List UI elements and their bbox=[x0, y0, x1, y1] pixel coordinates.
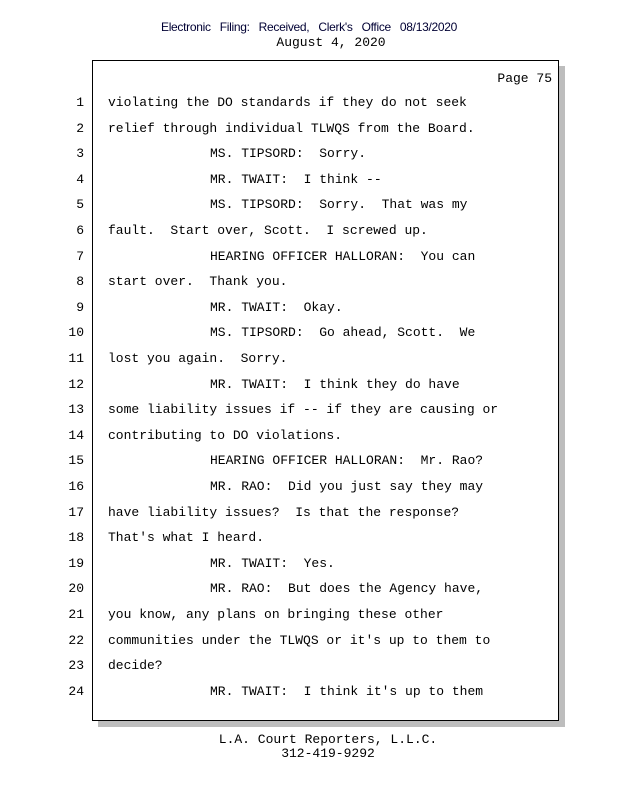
transcript-line: HEARING OFFICER HALLORAN: You can bbox=[210, 248, 476, 264]
line-number: 12 bbox=[68, 376, 84, 392]
transcript-line: you know, any plans on bringing these ot… bbox=[108, 607, 444, 622]
line-number: 13 bbox=[68, 402, 84, 418]
transcript-line: MR. TWAIT: I think they do have bbox=[210, 376, 460, 392]
line-number: 4 bbox=[76, 171, 84, 187]
transcript-line: MR. RAO: But does the Agency have, bbox=[210, 581, 484, 597]
footer-company: L.A. Court Reporters, L.L.C. bbox=[218, 732, 438, 747]
transcript-line: have liability issues? Is that the respo… bbox=[108, 504, 460, 520]
line-number: 21 bbox=[68, 607, 84, 622]
line-number: 20 bbox=[68, 581, 84, 597]
transcript-line: HEARING OFFICER HALLORAN: Mr. Rao? bbox=[210, 453, 484, 469]
transcript-line: MR. TWAIT: I think -- bbox=[210, 171, 382, 187]
transcript-line: relief through individual TLWQS from the… bbox=[108, 120, 475, 136]
line-number: 3 bbox=[76, 146, 84, 162]
transcript-line: That's what I heard. bbox=[108, 530, 265, 546]
transcript-line: lost you again. Sorry. bbox=[108, 351, 288, 366]
transcript-line: MR. TWAIT: Okay. bbox=[210, 299, 343, 315]
transcript-line: contributing to DO violations. bbox=[108, 427, 343, 443]
transcript-line: MR. TWAIT: I think it's up to them bbox=[210, 683, 484, 699]
line-number: 2 bbox=[76, 120, 84, 136]
transcript-line: some liability issues if -- if they are … bbox=[108, 402, 499, 418]
line-number: 23 bbox=[68, 658, 84, 674]
line-number: 10 bbox=[68, 325, 84, 341]
filing-stamp: Electronic Filing: Received, Clerk's Off… bbox=[160, 20, 457, 34]
line-number: 7 bbox=[76, 248, 84, 264]
transcript-page-frame bbox=[92, 60, 559, 721]
transcript-line: decide? bbox=[108, 658, 163, 674]
line-number: 11 bbox=[68, 351, 84, 366]
transcript-line: MR. RAO: Did you just say they may bbox=[210, 479, 484, 494]
hearing-date: August 4, 2020 bbox=[276, 35, 386, 50]
line-number: 15 bbox=[68, 453, 84, 469]
line-number: 18 bbox=[68, 530, 84, 546]
line-number: 22 bbox=[68, 632, 84, 648]
line-number: 16 bbox=[68, 479, 84, 494]
footer-phone: 312-419-9292 bbox=[281, 746, 375, 761]
transcript-line: MS. TIPSORD: Sorry. bbox=[210, 146, 367, 162]
line-number: 14 bbox=[68, 427, 84, 443]
transcript-line: fault. Start over, Scott. I screwed up. bbox=[108, 223, 428, 238]
transcript-line: MR. TWAIT: Yes. bbox=[210, 555, 335, 571]
transcript-line: violating the DO standards if they do no… bbox=[108, 95, 467, 110]
transcript-line: start over. Thank you. bbox=[108, 274, 288, 290]
line-number: 5 bbox=[76, 197, 84, 213]
line-number: 6 bbox=[76, 223, 84, 238]
line-number: 19 bbox=[68, 555, 84, 571]
line-number: 8 bbox=[76, 274, 84, 290]
transcript-line: MS. TIPSORD: Go ahead, Scott. We bbox=[210, 325, 476, 341]
line-number: 24 bbox=[68, 683, 84, 699]
transcript-line: MS. TIPSORD: Sorry. That was my bbox=[210, 197, 468, 213]
line-number: 9 bbox=[76, 299, 84, 315]
page-number: Page 75 bbox=[497, 71, 552, 86]
transcript-line: communities under the TLWQS or it's up t… bbox=[108, 632, 491, 648]
line-number: 17 bbox=[68, 504, 84, 520]
line-number: 1 bbox=[76, 95, 84, 110]
